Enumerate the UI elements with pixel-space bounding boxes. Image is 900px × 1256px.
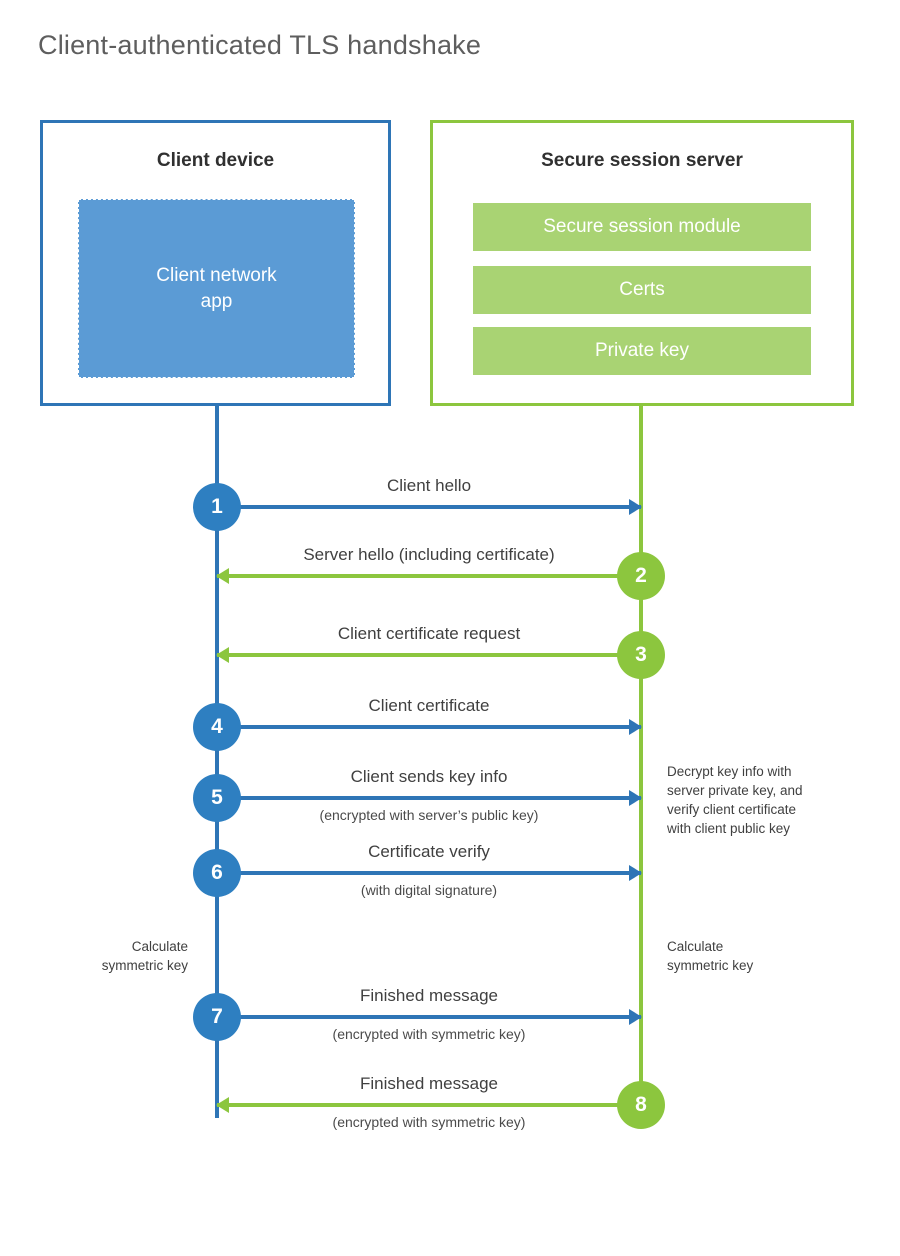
secure-session-server-box: Secure session server Secure session mod… bbox=[430, 120, 854, 406]
message-label-7: Finished message bbox=[360, 986, 498, 1005]
client-network-app-label: Client network app bbox=[156, 264, 277, 312]
arrow-line bbox=[217, 653, 641, 657]
arrow-head-right-icon bbox=[629, 719, 642, 735]
step-badge-6[interactable]: 6 bbox=[193, 849, 241, 897]
server-module-private-key: Private key bbox=[473, 327, 811, 375]
message-sublabel-8: (encrypted with symmetric key) bbox=[332, 1114, 526, 1130]
step-badge-4[interactable]: 4 bbox=[193, 703, 241, 751]
arrow-head-right-icon bbox=[629, 790, 642, 806]
message-label-3: Client certificate request bbox=[337, 624, 521, 643]
message-label-5: Client sends key info bbox=[350, 767, 508, 786]
server-module-certs: Certs bbox=[473, 266, 811, 314]
server-lifeline bbox=[639, 403, 643, 1106]
client-device-title: Client device bbox=[156, 150, 275, 171]
step-badge-5[interactable]: 5 bbox=[193, 774, 241, 822]
client-lifeline bbox=[215, 403, 219, 1118]
note-calculate-symmetric-key-client: Calculate symmetric key bbox=[101, 939, 188, 974]
message-label-2: Server hello (including certificate) bbox=[303, 545, 555, 564]
page-title: Client-authenticated TLS handshake bbox=[38, 30, 482, 60]
step-badge-1[interactable]: 1 bbox=[193, 483, 241, 531]
secure-session-server-title: Secure session server bbox=[541, 150, 743, 171]
arrow-head-right-icon bbox=[629, 865, 642, 881]
arrow-line bbox=[217, 871, 641, 875]
message-label-6: Certificate verify bbox=[368, 842, 490, 861]
message-sublabel-6: (with digital signature) bbox=[360, 882, 498, 898]
server-module-secure-session-module: Secure session module bbox=[473, 203, 811, 251]
arrow-line bbox=[217, 1015, 641, 1019]
arrow-line bbox=[217, 796, 641, 800]
client-network-app-block: Client network app bbox=[78, 199, 355, 378]
message-label-8: Finished message bbox=[360, 1074, 498, 1093]
arrow-line bbox=[217, 725, 641, 729]
message-sublabel-7: (encrypted with symmetric key) bbox=[332, 1026, 526, 1042]
step-badge-7[interactable]: 7 bbox=[193, 993, 241, 1041]
arrow-line bbox=[217, 505, 641, 509]
message-label-1: Client hello bbox=[386, 476, 472, 495]
message-sublabel-5: (encrypted with server’s public key) bbox=[319, 807, 539, 823]
note-calculate-symmetric-key-server: Calculate symmetric key bbox=[667, 939, 754, 974]
arrow-head-right-icon bbox=[629, 499, 642, 515]
step-badge-3[interactable]: 3 bbox=[617, 631, 665, 679]
arrow-head-right-icon bbox=[629, 1009, 642, 1025]
message-label-4: Client certificate bbox=[368, 696, 490, 715]
arrow-head-left-icon bbox=[216, 647, 229, 663]
arrow-line bbox=[217, 574, 641, 578]
arrow-head-left-icon bbox=[216, 568, 229, 584]
note-decrypt-key-info: Decrypt key info with server private key… bbox=[667, 764, 803, 837]
client-device-box: Client device Client network app bbox=[40, 120, 391, 406]
arrow-head-left-icon bbox=[216, 1097, 229, 1113]
arrow-line bbox=[217, 1103, 641, 1107]
step-badge-2[interactable]: 2 bbox=[617, 552, 665, 600]
step-badge-8[interactable]: 8 bbox=[617, 1081, 665, 1129]
